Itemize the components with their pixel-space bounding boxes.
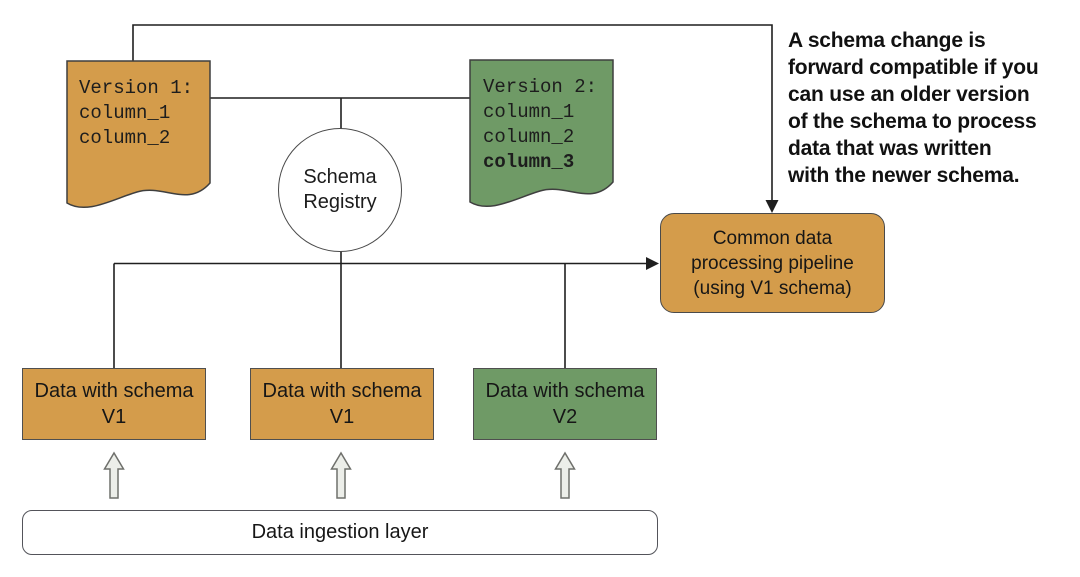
schema-v1-column: column_2 [79,127,171,149]
schema-registry-node: Schema Registry [278,128,402,252]
block-arrow-up-icon [103,451,125,499]
schema-v1-column: column_1 [79,102,171,124]
arrow-down-icon [765,200,779,213]
arrow-right-icon [646,257,659,270]
schema-v1-doc-text: Version 1: column_1 column_2 [79,76,193,151]
schema-v1-title: Version 1: [79,77,194,99]
schema-v2-column: column_2 [483,126,575,148]
data-box-v2: Data with schema V2 [473,368,657,440]
schema-v2-new-column: column_3 [483,151,575,173]
data-box-v1-second: Data with schema V1 [250,368,434,440]
data-box-v1-first: Data with schema V1 [22,368,206,440]
pipeline-node: Common data processing pipeline (using V… [660,213,885,313]
document-shape-v1 [66,60,211,209]
schema-v2-title: Version 2: [483,76,598,98]
document-shape-v2 [469,59,614,208]
ingestion-layer-label: Data ingestion layer [251,521,429,543]
schema-registry-label: Schema Registry [303,166,377,213]
block-arrow-up-icon [554,451,576,499]
ingestion-layer-node: Data ingestion layer [22,510,658,555]
connector-v1doc-to-pipeline [132,24,773,201]
forward-compatibility-note: A schema change is forward compatible if… [788,29,1039,187]
schema-v2-doc-text: Version 2: column_1 column_2 column_3 [483,75,597,175]
block-arrow-up-icon [330,451,352,499]
schema-v2-column: column_1 [483,101,575,123]
